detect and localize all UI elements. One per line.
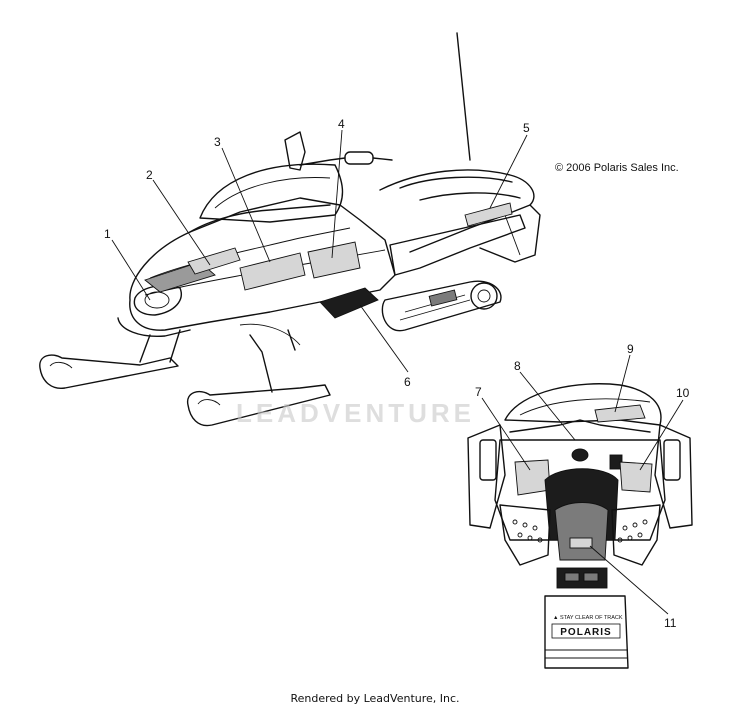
- rear-side-panel-left: [467, 424, 506, 529]
- snowflap: [479, 204, 541, 263]
- watermark: LEADVENTURE: [236, 398, 476, 428]
- callout-5: 5: [523, 121, 530, 135]
- handlebar-left: [284, 131, 306, 171]
- ski-left: [39, 354, 179, 389]
- callout-labels: 1 2 3 4 5 6 7 8 9 10 11: [104, 117, 690, 630]
- rear-view-windshield: [504, 383, 662, 426]
- decal-5: [464, 202, 513, 227]
- decal-11: [569, 537, 593, 549]
- front-suspension-left: [139, 329, 181, 363]
- rear-idler-wheel: [470, 282, 498, 310]
- callout-7: 7: [475, 385, 482, 399]
- snowmobile-side-view: [39, 32, 541, 427]
- decal-10: [619, 461, 653, 493]
- rear-side-panel-right: [654, 424, 693, 529]
- snowflap-rear: [544, 595, 629, 669]
- flag-pole: [456, 32, 471, 161]
- fuel-cap: [571, 448, 589, 462]
- taillight: [556, 567, 608, 589]
- decal-3: [239, 252, 306, 291]
- snowflap-brand-text: POLARIS: [560, 627, 611, 638]
- decal-4: [307, 241, 361, 279]
- headlight: [133, 284, 182, 316]
- callout-11: 11: [664, 616, 677, 630]
- callout-9: 9: [627, 342, 634, 356]
- snowflap-warning-text: ▲ STAY CLEAR OF TRACK: [553, 615, 623, 621]
- windshield: [199, 163, 344, 223]
- callout-8: 8: [514, 359, 521, 373]
- callout-4: 4: [338, 117, 345, 131]
- front-bumper: [117, 317, 191, 337]
- handlebar-grip-right: [344, 151, 374, 165]
- callout-10: 10: [676, 386, 690, 400]
- callout-3: 3: [214, 135, 221, 149]
- rear-view-handlebar: [509, 419, 651, 433]
- running-board-left: [499, 504, 551, 566]
- copyright-text: © 2006 Polaris Sales Inc.: [555, 162, 679, 174]
- running-board-right: [611, 504, 661, 566]
- decal-2: [187, 247, 241, 275]
- hood: [129, 197, 396, 331]
- decal-9: [594, 404, 646, 423]
- track: [381, 280, 502, 332]
- callout-leader-lines: [111, 129, 684, 615]
- rear-view-body: [494, 439, 666, 541]
- ski-right: [186, 384, 331, 427]
- snowmobile-rear-view: ▲ STAY CLEAR OF TRACK POLARIS: [467, 383, 693, 669]
- tunnel: [389, 214, 526, 276]
- callout-1: 1: [104, 227, 111, 241]
- callout-2: 2: [146, 168, 153, 182]
- decal-7: [514, 459, 551, 496]
- callout-6: 6: [404, 375, 411, 389]
- front-suspension-right: [249, 329, 296, 393]
- running-board-holes: [512, 519, 648, 543]
- decal-6: [319, 287, 379, 319]
- footer-credit: Rendered by LeadVenture, Inc.: [290, 692, 460, 705]
